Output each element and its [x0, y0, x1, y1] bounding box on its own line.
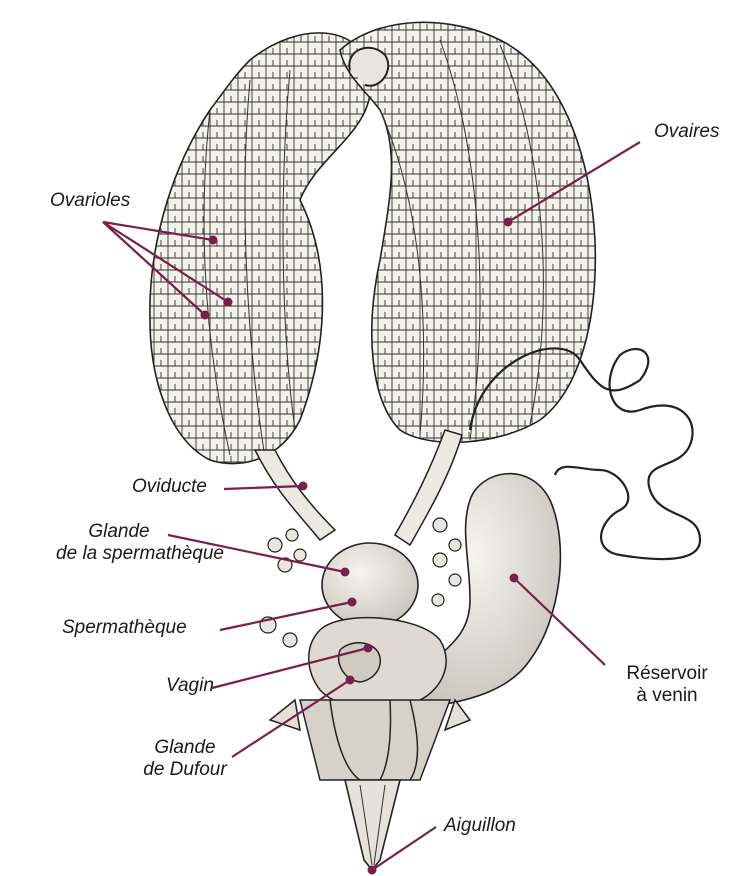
leader-aiguillon-dot [368, 866, 377, 875]
label-spermatheque: Spermathèque [62, 617, 187, 639]
label-reservoir-line2: à venin [612, 685, 722, 707]
leader-oviducte-dot [299, 482, 308, 491]
label-aiguillon: Aiguillon [444, 815, 516, 837]
spermatheca [322, 543, 418, 627]
label-glande-dufour-line2: de Dufour [130, 759, 240, 781]
label-glande-spermatheque-line1: Glande [14, 521, 224, 543]
label-glande-spermatheque-line2: de la spermathèque [14, 543, 224, 565]
right-ovary [340, 22, 595, 442]
label-vagin: Vagin [166, 675, 214, 697]
label-glande-spermatheque: Glande de la spermathèque [14, 521, 224, 565]
left-ovary [150, 33, 371, 464]
label-reservoir-line1: Réservoir [612, 663, 722, 685]
label-oviducte: Oviducte [132, 476, 207, 498]
label-ovaires: Ovaires [654, 121, 719, 143]
leader-spermatheque-dot [348, 598, 357, 607]
label-reservoir-venin: Réservoir à venin [612, 663, 722, 707]
leader-glande-sperm-dot [341, 568, 350, 577]
leader-ovarioles-1-dot [209, 236, 218, 245]
label-glande-dufour: Glande de Dufour [130, 737, 240, 781]
leader-vagin-dot [364, 644, 373, 653]
label-glande-dufour-line1: Glande [130, 737, 240, 759]
label-ovarioles: Ovarioles [50, 190, 130, 212]
leader-ovarioles-3-dot [201, 311, 210, 320]
leader-ovaires-dot [504, 218, 513, 227]
leader-reservoir-dot [510, 574, 519, 583]
leader-glande-dufour-dot [346, 676, 355, 685]
leader-ovarioles-2-dot [224, 298, 233, 307]
